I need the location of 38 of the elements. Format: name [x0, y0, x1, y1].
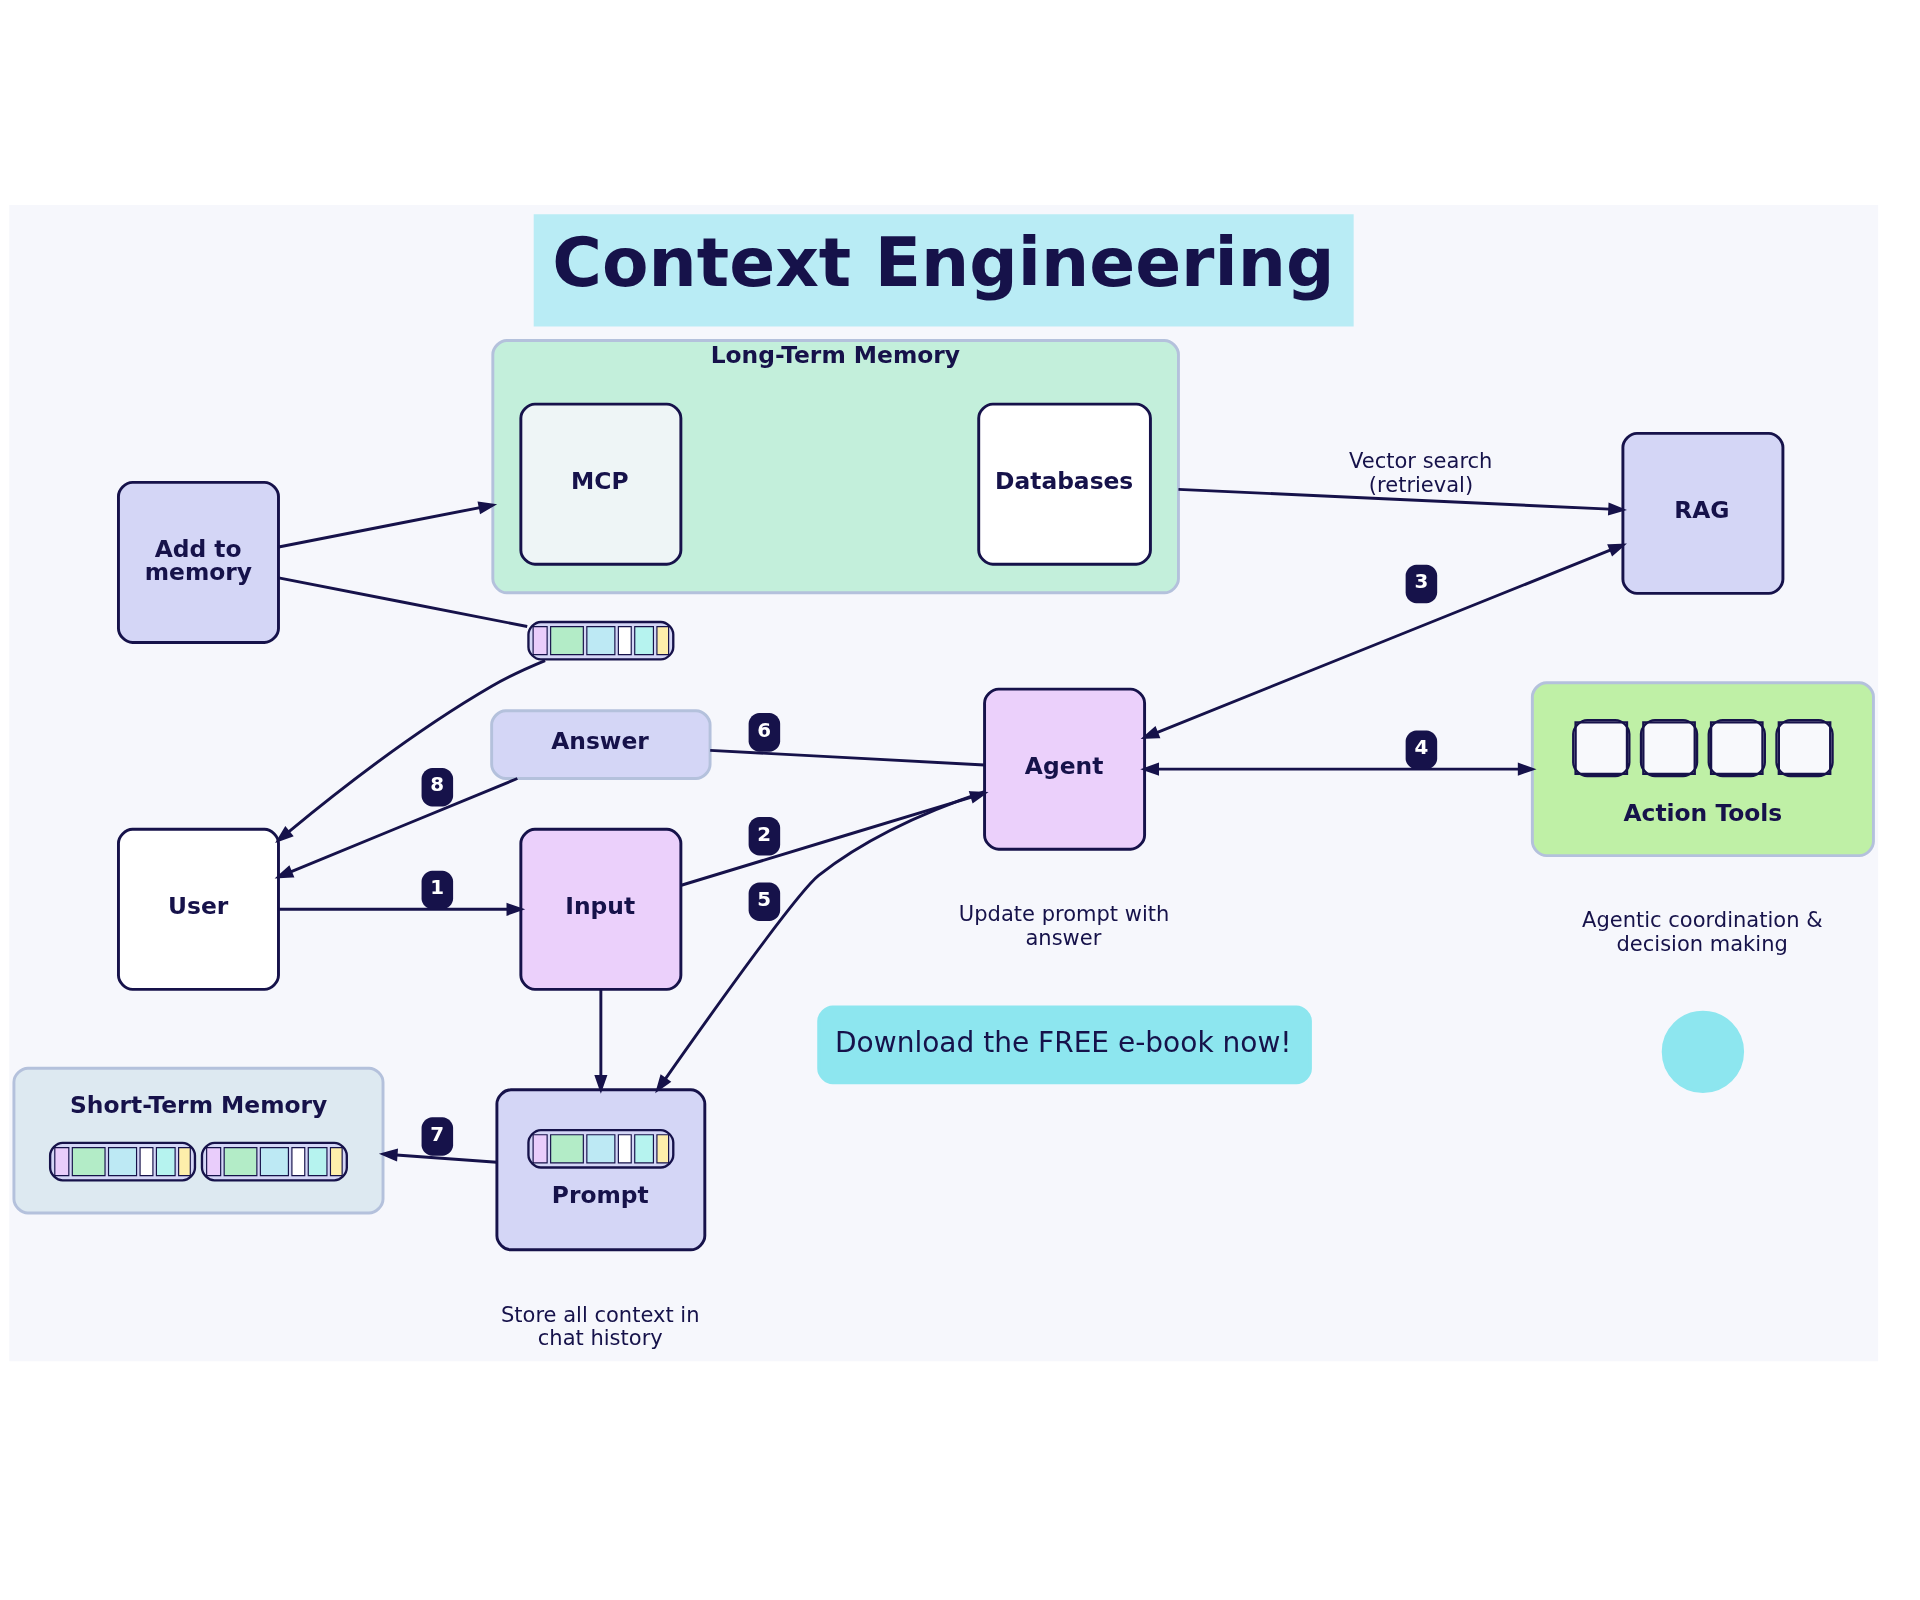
node-box: Download the FREE e-book now! [816, 1005, 1312, 1085]
node-box: RAG [1620, 431, 1784, 595]
arrow [1177, 487, 1627, 516]
node-box: Agent [982, 687, 1146, 851]
node-box: MCP [518, 402, 682, 566]
edge-label: 2 [756, 822, 771, 846]
connector [709, 748, 984, 767]
node-box: Answer [489, 709, 712, 780]
edge-label: 8 [429, 773, 444, 797]
node-box: Input [518, 827, 682, 991]
node-box: Action Tools [1530, 681, 1875, 858]
arrow [277, 501, 497, 549]
arrow [1140, 543, 1627, 740]
edge-label: 6 [756, 718, 771, 742]
arrow [274, 777, 518, 879]
edge-label: 1 [429, 876, 444, 900]
connector [277, 576, 527, 628]
node-box: Prompt [494, 1088, 706, 1252]
node-box: Short-Term Memory [11, 1066, 384, 1215]
arrow [278, 902, 525, 916]
label: Agentic coordination & decision making [1581, 907, 1823, 956]
edge-label: 7 [429, 1122, 444, 1146]
arrow [378, 1148, 497, 1164]
node-circle [1661, 1010, 1744, 1093]
diagram-title: Context Engineering [551, 223, 1334, 303]
edge-label: 3 [1413, 570, 1428, 594]
edge-label: 4 [1413, 736, 1428, 760]
arrow [654, 790, 985, 1094]
label: Store all context in chat history [500, 1302, 700, 1351]
arrow [593, 989, 607, 1094]
label: Update prompt with answer [958, 901, 1169, 950]
node-box: User [116, 827, 280, 991]
arrow [274, 659, 546, 844]
node-box: Add to memory [116, 480, 280, 644]
edge-label: Vector search (retrieval) [1348, 448, 1492, 497]
node-box: Databases [976, 402, 1152, 566]
arrow [1139, 762, 1537, 776]
edge-label: 5 [756, 887, 771, 911]
